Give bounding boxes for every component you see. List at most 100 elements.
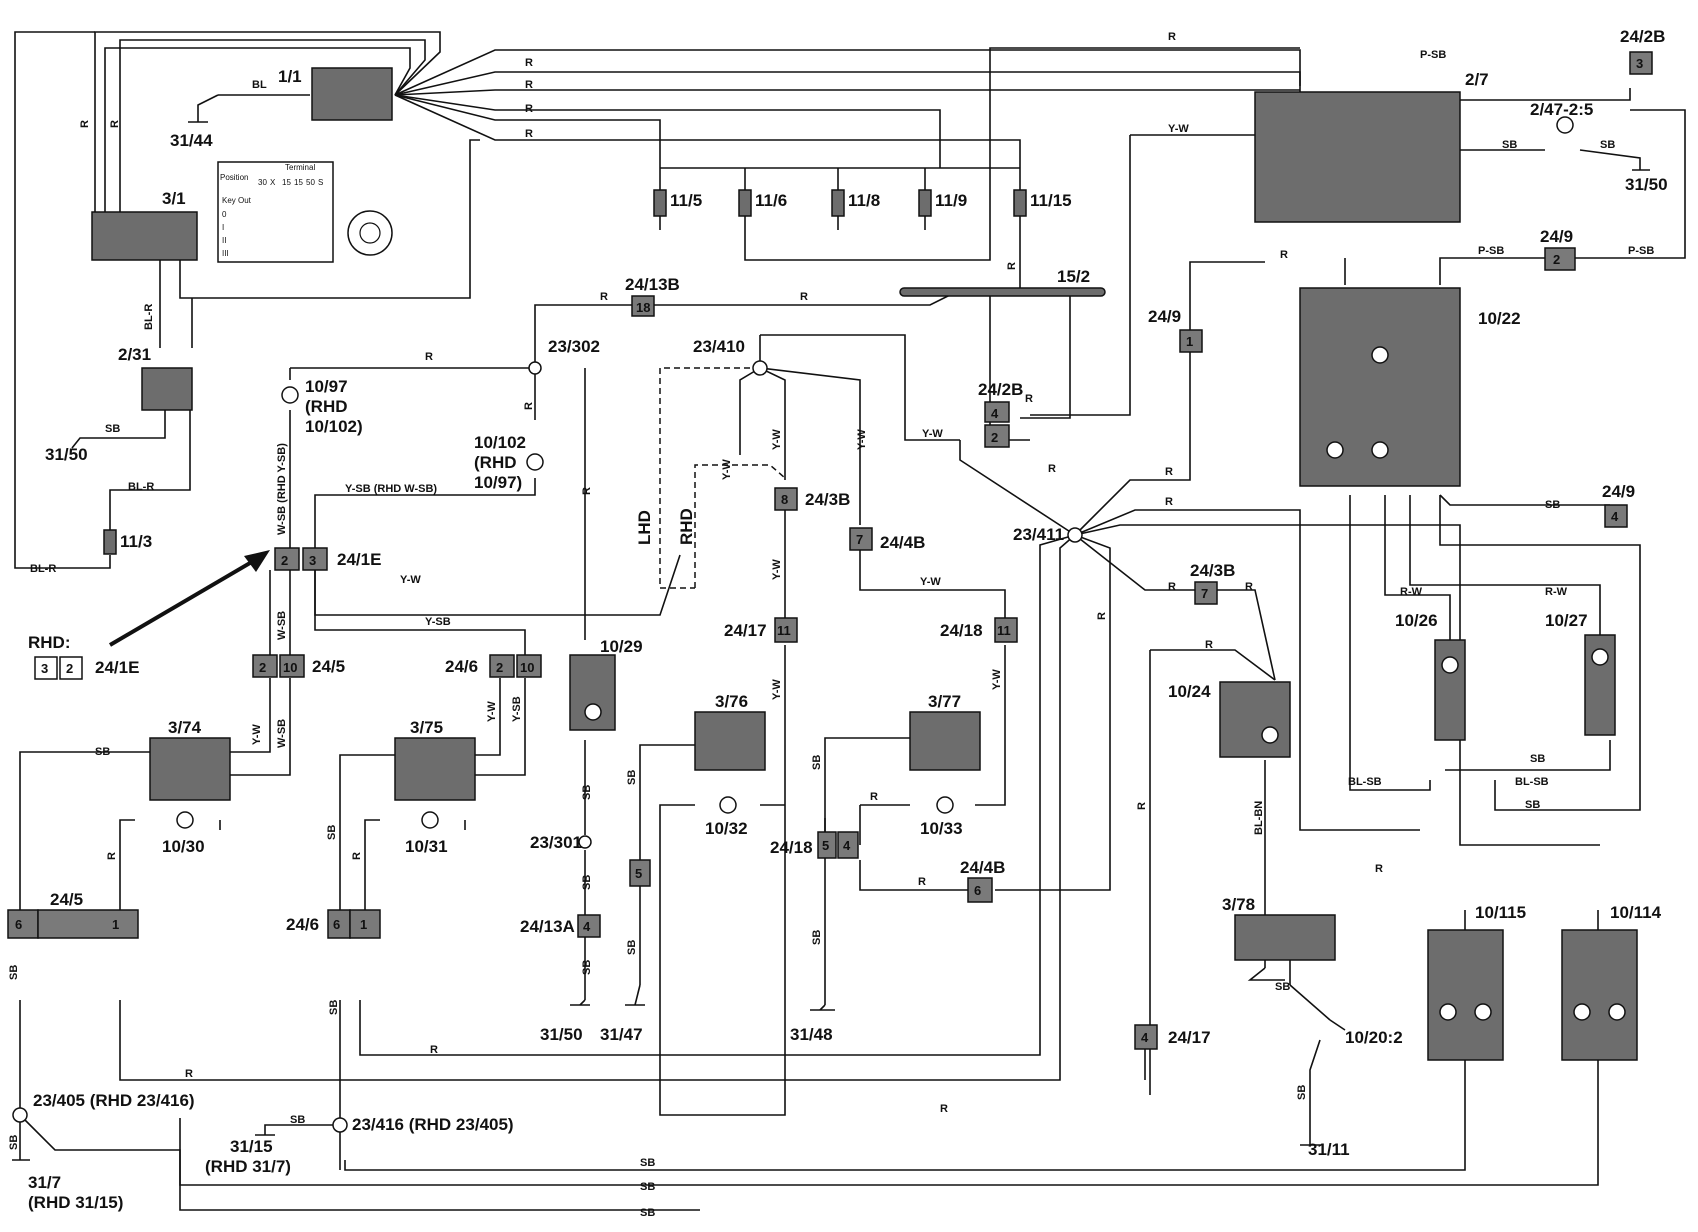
svg-text:50: 50 — [306, 178, 315, 187]
svg-text:R: R — [106, 852, 118, 860]
svg-text:BL-R: BL-R — [30, 563, 56, 575]
svg-text:Terminal: Terminal — [285, 163, 315, 172]
svg-text:10/29: 10/29 — [600, 637, 643, 656]
svg-text:R: R — [1245, 581, 1253, 593]
svg-text:4: 4 — [843, 838, 851, 853]
svg-text:23/411: 23/411 — [1013, 525, 1064, 544]
fuse-11-9 — [918, 189, 932, 217]
component-10-26 — [1434, 639, 1466, 741]
svg-text:31/50: 31/50 — [1625, 175, 1668, 194]
svg-text:SB: SB — [105, 423, 120, 435]
component-3-77 — [909, 711, 981, 771]
lamp-10-115-b-icon — [1474, 1003, 1492, 1021]
svg-text:11: 11 — [997, 623, 1011, 638]
svg-text:24/18: 24/18 — [940, 621, 983, 640]
svg-text:Y-W: Y-W — [486, 701, 498, 722]
svg-text:SB: SB — [1600, 139, 1615, 151]
svg-text:31/48: 31/48 — [790, 1025, 833, 1044]
component-3-75 — [394, 737, 476, 801]
svg-text:7: 7 — [856, 532, 863, 547]
svg-text:Y-SB: Y-SB — [425, 616, 451, 628]
lamp-10-102-icon — [526, 453, 544, 471]
svg-text:2/47-2:5: 2/47-2:5 — [1530, 100, 1593, 119]
svg-text:10/102: 10/102 — [474, 433, 526, 452]
svg-text:Y-W: Y-W — [251, 724, 263, 745]
svg-text:SB: SB — [1275, 981, 1290, 993]
svg-text:24/2B: 24/2B — [978, 380, 1023, 399]
svg-text:SB: SB — [811, 755, 823, 770]
lamp-10-32-icon — [719, 796, 737, 814]
svg-text:R: R — [351, 852, 363, 860]
svg-text:R: R — [800, 291, 808, 303]
svg-text:3: 3 — [309, 553, 316, 568]
svg-text:Y-W: Y-W — [1168, 123, 1189, 135]
svg-text:III: III — [222, 249, 229, 258]
svg-text:8: 8 — [781, 492, 788, 507]
lamp-10-31-icon — [421, 811, 439, 829]
svg-text:Y-W: Y-W — [991, 669, 1003, 690]
svg-text:S: S — [318, 178, 323, 187]
svg-text:R: R — [1165, 496, 1173, 508]
svg-text:2: 2 — [1553, 252, 1560, 267]
svg-text:W-SB: W-SB — [276, 719, 288, 748]
svg-text:SB: SB — [1530, 753, 1545, 765]
lamp-10-22-b-icon — [1371, 441, 1389, 459]
busbar-15-2 — [899, 287, 1106, 297]
svg-text:P-SB: P-SB — [1628, 245, 1654, 257]
svg-text:SB: SB — [640, 1157, 655, 1169]
svg-text:10/97: 10/97 — [305, 377, 348, 396]
svg-text:10/24: 10/24 — [1168, 682, 1211, 701]
junctions — [12, 360, 1083, 1133]
svg-text:30: 30 — [258, 178, 267, 187]
svg-text:10/97): 10/97) — [474, 473, 522, 492]
svg-text:R: R — [1096, 612, 1108, 620]
svg-text:R: R — [1006, 262, 1018, 270]
svg-text:10: 10 — [283, 660, 297, 675]
svg-text:24/9: 24/9 — [1540, 227, 1573, 246]
wire-labels: BL R R R R R R R BL-R SB BL-R BL-R R R R… — [8, 31, 1654, 1219]
svg-text:R: R — [1165, 466, 1173, 478]
svg-text:7: 7 — [1201, 586, 1208, 601]
svg-text:SB: SB — [328, 1000, 340, 1015]
svg-text:3: 3 — [1636, 56, 1643, 71]
fuse-11-15 — [1013, 189, 1027, 217]
fuse-11-6 — [738, 189, 752, 217]
svg-text:11/6: 11/6 — [755, 191, 787, 210]
svg-text:24/6: 24/6 — [445, 657, 478, 676]
svg-text:R: R — [525, 57, 533, 69]
svg-text:R: R — [525, 79, 533, 91]
svg-text:2: 2 — [281, 553, 288, 568]
svg-text:R: R — [870, 791, 878, 803]
svg-text:W-SB: W-SB — [276, 611, 288, 640]
svg-text:SB: SB — [1296, 1085, 1308, 1100]
svg-text:1: 1 — [1186, 334, 1193, 349]
fuse-11-5 — [653, 189, 667, 217]
svg-text:BL-BN: BL-BN — [1253, 801, 1265, 835]
svg-text:RHD: RHD — [677, 508, 696, 545]
svg-text:Y-W: Y-W — [721, 459, 733, 480]
ignition-table-text: Position Terminal Key Out 0 I II III 30 … — [220, 163, 323, 258]
svg-text:10/27: 10/27 — [1545, 611, 1588, 630]
svg-text:10/33: 10/33 — [920, 819, 963, 838]
svg-text:11/5: 11/5 — [670, 191, 702, 210]
wires — [12, 31, 1686, 1211]
svg-text:1: 1 — [112, 917, 119, 932]
svg-text:BL-SB: BL-SB — [1348, 776, 1382, 788]
svg-text:SB: SB — [1525, 799, 1540, 811]
component-2-47-icon — [1556, 116, 1574, 134]
svg-text:Position: Position — [220, 173, 248, 182]
svg-text:31/50: 31/50 — [540, 1025, 583, 1044]
svg-text:2: 2 — [496, 660, 503, 675]
svg-text:Y-W: Y-W — [400, 574, 421, 586]
svg-text:R: R — [430, 1044, 438, 1056]
svg-text:1: 1 — [360, 917, 367, 932]
svg-text:0: 0 — [222, 210, 227, 219]
svg-text:(RHD 31/15): (RHD 31/15) — [28, 1193, 123, 1212]
lamp-10-114-b-icon — [1608, 1003, 1626, 1021]
svg-text:24/5: 24/5 — [50, 890, 83, 909]
component-labels: 1/1 31/44 3/1 2/31 31/50 11/3 11/5 11/6 … — [28, 27, 1668, 1212]
svg-text:SB: SB — [95, 746, 110, 758]
svg-text:P-SB: P-SB — [1478, 245, 1504, 257]
svg-text:R-W: R-W — [1400, 586, 1423, 598]
